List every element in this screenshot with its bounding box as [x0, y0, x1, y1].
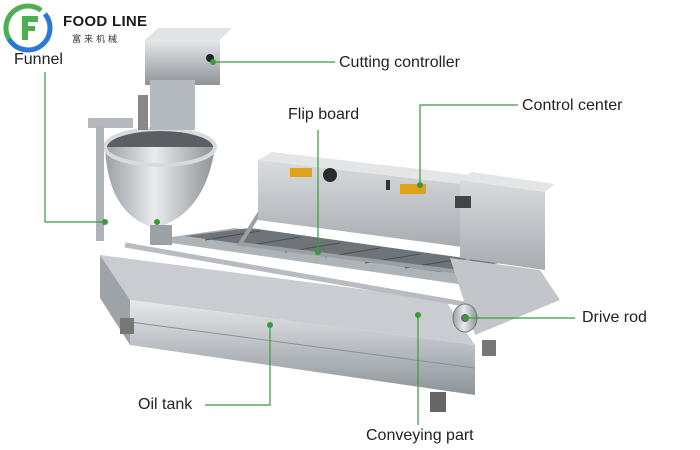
logo	[3, 3, 53, 53]
leader-oil-tank	[205, 325, 271, 406]
funnel-hopper	[88, 118, 217, 245]
leader-control-center	[419, 104, 518, 185]
leader-dots	[102, 59, 469, 328]
brand-subtitle: 富来机械	[72, 34, 121, 44]
leader-lines	[44, 61, 575, 425]
label-drive-rod: Drive rod	[582, 309, 647, 326]
leader-funnel	[44, 72, 105, 223]
brand-name: FOOD LINE	[63, 13, 148, 30]
label-flip-board: Flip board	[288, 106, 360, 123]
label-conveying-part: Conveying part	[366, 427, 474, 444]
label-oil-tank: Oil tank	[138, 396, 193, 413]
label-cutting-controller: Cutting controller	[339, 54, 460, 71]
label-funnel: Funnel	[14, 51, 63, 68]
label-control-center: Control center	[522, 97, 623, 114]
control-cabinet	[258, 152, 555, 270]
cutting-controller-box	[138, 28, 232, 130]
machine-legs	[120, 318, 496, 412]
